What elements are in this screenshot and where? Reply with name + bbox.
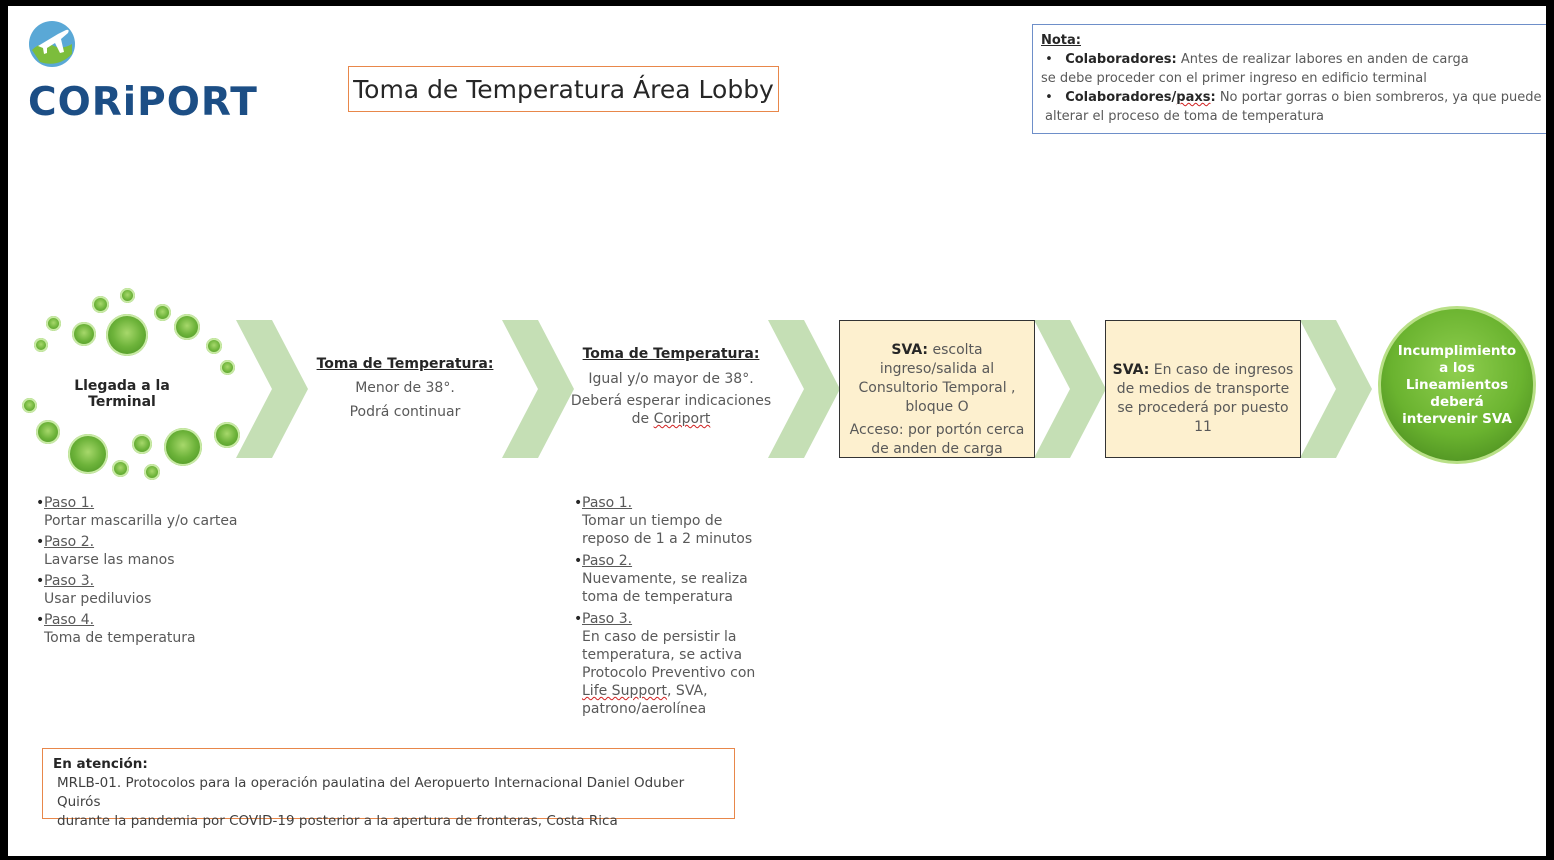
note-item-1-line2: se debe proceder con el primer ingreso e… bbox=[1041, 71, 1427, 86]
bubble bbox=[34, 338, 48, 352]
bubble bbox=[164, 428, 202, 466]
bubble bbox=[206, 338, 222, 354]
attention-line1: MRLB-01. Protocolos para la operación pa… bbox=[57, 775, 685, 810]
arrival-label: Llegada a la Terminal bbox=[74, 378, 170, 410]
list-item: •Paso 1. bbox=[574, 495, 633, 511]
chevron-arrow-1 bbox=[236, 320, 308, 458]
sva-box-1: SVA: escolta ingreso/salida al Consultor… bbox=[839, 320, 1035, 458]
step-temp-high-line2: Deberá esperar indicaciones bbox=[570, 393, 772, 409]
note-item-1-line1: Antes de realizar labores en anden de ca… bbox=[1180, 52, 1469, 67]
bubble bbox=[120, 288, 135, 303]
airplane-globe-icon bbox=[29, 21, 75, 67]
step-label: Paso 1. bbox=[44, 495, 95, 511]
step-temp-high-line3: de Coriport bbox=[566, 410, 776, 428]
bubble bbox=[132, 434, 152, 454]
bubble bbox=[154, 304, 171, 321]
list-item: •Paso 3. bbox=[574, 611, 633, 627]
sva-box-2-body: En caso de ingresos de medios de transpo… bbox=[1116, 362, 1294, 435]
bubble bbox=[68, 434, 108, 474]
note-item-2-label-c: : bbox=[1210, 90, 1216, 105]
step-temp-high-title: Toma de Temperatura: bbox=[582, 346, 760, 362]
bubble bbox=[92, 296, 109, 313]
bubble bbox=[174, 314, 200, 340]
step-desc: Tomar un tiempo de reposo de 1 a 2 minut… bbox=[582, 513, 753, 547]
note-item-1-label: Colaboradores: bbox=[1065, 52, 1177, 67]
list-item: •Paso 4. bbox=[36, 612, 95, 628]
step-desc: Lavarse las manos bbox=[44, 552, 175, 568]
bubble bbox=[214, 422, 240, 448]
bubble bbox=[36, 420, 60, 444]
steps-list-left: •Paso 1. Portar mascarilla y/o cartea •P… bbox=[36, 494, 256, 650]
step-desc: Nuevamente, se realiza toma de temperatu… bbox=[582, 571, 748, 605]
sva-box-2-text: SVA: En caso de ingresos de medios de tr… bbox=[1110, 361, 1296, 437]
step-desc: Usar pediluvios bbox=[44, 591, 152, 607]
bubble bbox=[72, 322, 96, 346]
attention-line2: durante la pandemia por COVID-19 posteri… bbox=[57, 813, 618, 829]
step-temp-high-line3a: de bbox=[631, 411, 654, 427]
step-label: Paso 1. bbox=[582, 495, 633, 511]
final-circle: Incumplimiento a los Lineamientos deberá… bbox=[1378, 306, 1536, 464]
step-desc-c: , SVA, patrono/aerolínea bbox=[582, 683, 708, 717]
steps-list-right: •Paso 1. Tomar un tiempo de reposo de 1 … bbox=[574, 494, 794, 722]
chevron-arrow-2 bbox=[502, 320, 574, 458]
step-temp-low-line2: Podrá continuar bbox=[349, 404, 461, 420]
list-item: •Paso 3. bbox=[36, 573, 95, 589]
step-desc: Portar mascarilla y/o cartea bbox=[44, 513, 238, 529]
page-title: Toma de Temperatura Área Lobby bbox=[348, 66, 779, 112]
step-temp-high-line3b: Coriport bbox=[653, 411, 711, 427]
step-temp-low-title: Toma de Temperatura: bbox=[316, 356, 494, 372]
sva-box-1-text: SVA: escolta ingreso/salida al Consultor… bbox=[844, 341, 1030, 417]
bubble bbox=[112, 460, 129, 477]
attention-box: En atención: MRLB-01. Protocolos para la… bbox=[42, 748, 735, 829]
chevron-arrow-4 bbox=[1034, 320, 1106, 458]
step-temp-high-line1: Igual y/o mayor de 38°. bbox=[588, 371, 754, 387]
bubble bbox=[144, 464, 160, 480]
sva-box-1-label: SVA: bbox=[891, 342, 929, 358]
bubble bbox=[106, 314, 148, 356]
bubble bbox=[46, 316, 61, 331]
step-desc: En caso de persistir la temperatura, se … bbox=[582, 628, 794, 718]
sva-box-1-body: escolta ingreso/salida al Consultorio Te… bbox=[858, 342, 1016, 415]
chevron-arrow-3 bbox=[768, 320, 840, 458]
note-item-2-line1: No portar gorras o bien sombreros, ya qu… bbox=[1219, 90, 1542, 105]
step-desc-a: En caso de persistir la temperatura, se … bbox=[582, 629, 756, 681]
final-circle-text: Incumplimiento a los Lineamientos deberá… bbox=[1397, 342, 1517, 427]
note-item-2-label-a: Colaboradores/ bbox=[1065, 90, 1177, 105]
sva-box-2-label: SVA: bbox=[1112, 362, 1150, 378]
step-label: Paso 3. bbox=[582, 611, 633, 627]
note-box: Nota: • Colaboradores: Antes de realizar… bbox=[1032, 24, 1546, 134]
step-label: Paso 4. bbox=[44, 612, 95, 628]
attention-heading: En atención: bbox=[53, 756, 148, 772]
bubble bbox=[22, 398, 37, 413]
step-label: Paso 2. bbox=[582, 553, 633, 569]
note-item-2-label-b: paxs bbox=[1176, 90, 1211, 105]
step-label: Paso 2. bbox=[44, 534, 95, 550]
list-item: •Paso 2. bbox=[36, 534, 95, 550]
step-temp-low: Toma de Temperatura: Menor de 38°. Podrá… bbox=[310, 352, 500, 424]
note-item-2: • Colaboradores/paxs: No portar gorras o… bbox=[1041, 90, 1542, 105]
sva-box-1-access: Acceso: por portón cerca de anden de car… bbox=[849, 422, 1025, 457]
list-item: •Paso 1. bbox=[36, 495, 95, 511]
step-desc: Toma de temperatura bbox=[44, 630, 196, 646]
note-item-2-line2: alterar el proceso de toma de temperatur… bbox=[1045, 109, 1325, 124]
chevron-arrow-5 bbox=[1300, 320, 1372, 458]
logo-text: CORiPORT bbox=[28, 80, 258, 125]
bubble bbox=[220, 360, 235, 375]
diagram-canvas: CORiPORT Toma de Temperatura Área Lobby … bbox=[8, 6, 1546, 856]
note-heading: Nota: bbox=[1041, 33, 1081, 48]
step-temp-high: Toma de Temperatura: Igual y/o mayor de … bbox=[566, 342, 776, 428]
step-temp-low-line1: Menor de 38°. bbox=[355, 380, 455, 396]
step-desc-b: Life Support bbox=[582, 683, 668, 699]
note-item-1: • Colaboradores: Antes de realizar labor… bbox=[1041, 52, 1469, 67]
step-label: Paso 3. bbox=[44, 573, 95, 589]
sva-box-2: SVA: En caso de ingresos de medios de tr… bbox=[1105, 320, 1301, 458]
list-item: •Paso 2. bbox=[574, 553, 633, 569]
